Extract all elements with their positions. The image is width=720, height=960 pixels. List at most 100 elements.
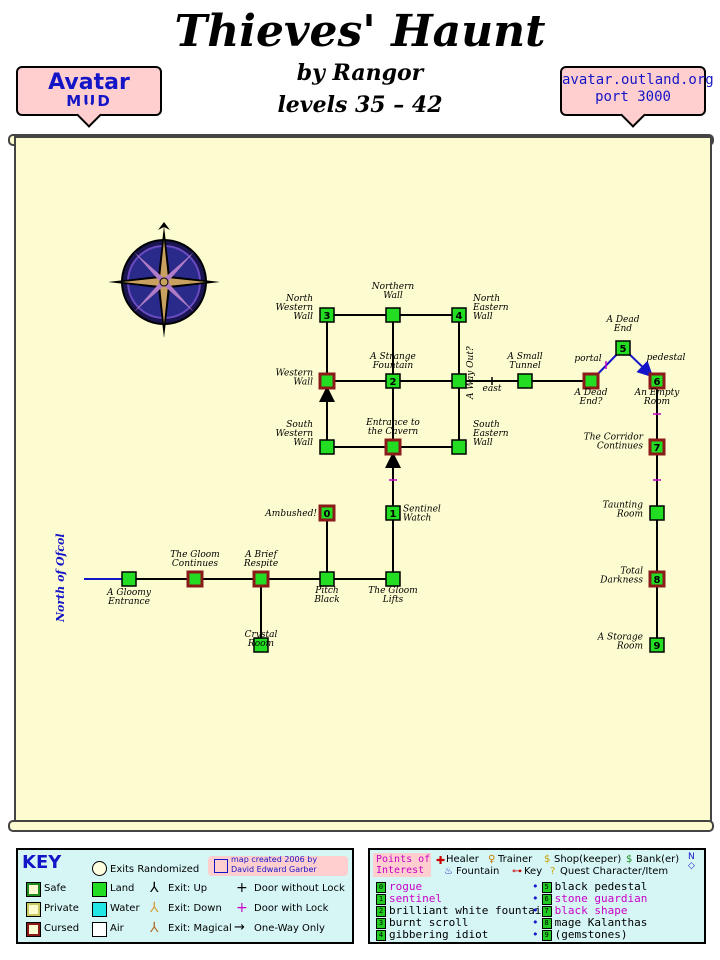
room-square[interactable] xyxy=(385,373,401,389)
portal-label: portal xyxy=(574,354,601,364)
map-room[interactable] xyxy=(517,373,533,389)
map-room[interactable]: 8 xyxy=(648,570,666,588)
room-poi-number: 4 xyxy=(456,311,463,322)
room-square[interactable] xyxy=(451,373,467,389)
room-square[interactable] xyxy=(384,438,402,456)
map-room[interactable]: 2 xyxy=(385,373,401,389)
map-room[interactable] xyxy=(385,307,401,323)
map-room[interactable] xyxy=(318,372,336,390)
map-room[interactable]: 6 xyxy=(648,372,666,390)
bank-icon: $ xyxy=(626,854,633,865)
room-square[interactable] xyxy=(319,439,335,455)
points-of-interest-key: Points of Interest ✚ Healer ♀ Trainer $ … xyxy=(368,848,706,944)
room-square[interactable] xyxy=(517,373,533,389)
map-room[interactable] xyxy=(649,505,665,521)
map-room[interactable]: 1 xyxy=(385,505,401,521)
water-swatch xyxy=(92,902,107,917)
map-room[interactable] xyxy=(451,373,467,389)
map-room[interactable]: 4 xyxy=(451,307,467,323)
door-no-lock-icon: + xyxy=(236,880,248,896)
poi-number: 2 xyxy=(376,905,386,917)
poi-bullet-icon: • xyxy=(532,892,539,905)
room-poi-number: 6 xyxy=(654,377,661,388)
room-square[interactable] xyxy=(186,570,204,588)
room-square[interactable] xyxy=(121,571,137,587)
poi-text: rogue xyxy=(389,880,423,893)
map-room[interactable] xyxy=(186,570,204,588)
map-title: Thieves' Haunt xyxy=(174,6,546,57)
room-square[interactable] xyxy=(615,340,631,356)
room-square[interactable] xyxy=(252,570,270,588)
room-square[interactable] xyxy=(385,307,401,323)
poi-number: 8 xyxy=(541,917,552,929)
one-way-arrow-icon: → xyxy=(234,920,245,935)
room-square[interactable] xyxy=(253,637,269,653)
room-square[interactable] xyxy=(319,307,335,323)
north-indicator-icon: N◇ xyxy=(688,852,695,871)
room-square[interactable] xyxy=(385,505,401,521)
map-room[interactable] xyxy=(319,571,335,587)
room-square[interactable] xyxy=(318,372,336,390)
room-square[interactable] xyxy=(649,637,665,653)
room-square[interactable] xyxy=(319,571,335,587)
map-room[interactable] xyxy=(384,438,402,456)
key-door-lock: Door with Lock xyxy=(254,903,329,914)
compass-rose-icon xyxy=(108,222,220,338)
map-room[interactable] xyxy=(385,571,401,587)
trainer-icon: ♀ xyxy=(488,854,496,865)
map-room[interactable] xyxy=(252,570,270,588)
poi-bullet-icon: • xyxy=(532,928,539,941)
room-label: A Way Out? xyxy=(466,346,476,400)
north-of-ofcol-label: North of Ofcol xyxy=(54,533,67,623)
map-room[interactable] xyxy=(121,571,137,587)
map-connections xyxy=(84,314,661,645)
room-square[interactable] xyxy=(318,504,336,522)
exits-randomized-label: Exits Randomized xyxy=(110,864,200,875)
map-room[interactable] xyxy=(451,439,467,455)
map-room[interactable] xyxy=(319,439,335,455)
key-exit-down: Exit: Down xyxy=(168,903,222,914)
credit-line2: David Edward Garber xyxy=(231,865,317,874)
room-square[interactable] xyxy=(648,372,666,390)
avatar-mud-sign[interactable]: Avatar MUD xyxy=(16,66,162,128)
room-square[interactable] xyxy=(451,439,467,455)
room-square[interactable] xyxy=(649,505,665,521)
poi-header-bg xyxy=(373,853,431,877)
server-address-sign[interactable]: avatar.outland.org port 3000 xyxy=(560,66,714,128)
map-room[interactable]: 3 xyxy=(319,307,335,323)
map-room[interactable]: 0 xyxy=(318,504,336,522)
poi-fountain: Fountain xyxy=(456,866,500,877)
poi-text: brilliant white fountain xyxy=(389,904,548,917)
room-square[interactable] xyxy=(385,571,401,587)
exit-magical-icon: ⅄ xyxy=(150,920,159,936)
map-room[interactable]: 5 xyxy=(615,340,631,356)
key-title: KEY xyxy=(22,852,62,873)
map-room[interactable] xyxy=(582,372,600,390)
map-room[interactable]: 9 xyxy=(649,637,665,653)
room-poi-number: 7 xyxy=(654,443,661,454)
map-room[interactable] xyxy=(253,637,269,653)
room-square[interactable] xyxy=(582,372,600,390)
room-square[interactable] xyxy=(648,438,666,456)
room-square[interactable] xyxy=(451,307,467,323)
room-square[interactable] xyxy=(648,570,666,588)
poi-number: 4 xyxy=(376,929,386,941)
map-room[interactable]: 7 xyxy=(648,438,666,456)
